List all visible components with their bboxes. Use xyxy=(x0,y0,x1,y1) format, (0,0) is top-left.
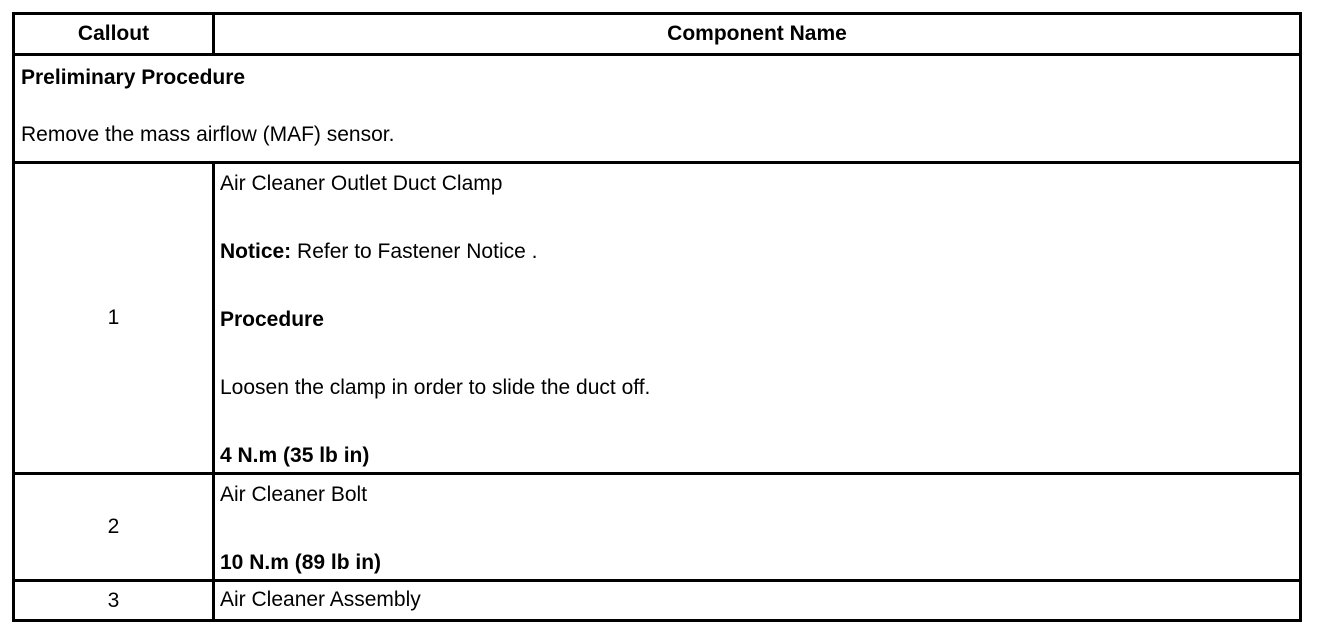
table-row: 3 Air Cleaner Assembly xyxy=(12,579,1302,622)
preliminary-cell: Preliminary Procedure Remove the mass ai… xyxy=(12,53,1302,164)
callout-cell: 3 xyxy=(12,579,215,622)
procedure-label: Procedure xyxy=(220,308,324,331)
preliminary-title: Preliminary Procedure xyxy=(21,66,246,89)
component-name: Air Cleaner Outlet Duct Clamp xyxy=(220,172,503,195)
callout-cell: 2 xyxy=(12,472,215,582)
callout-cell: 1 xyxy=(12,161,215,475)
preliminary-row: Preliminary Procedure Remove the mass ai… xyxy=(12,53,1302,164)
header-row: Callout Component Name xyxy=(12,12,1302,56)
component-cell: Air Cleaner Assembly xyxy=(212,579,1302,622)
torque-spec: 10 N.m (89 lb in) xyxy=(220,551,382,574)
preliminary-text: Remove the mass airflow (MAF) sensor. xyxy=(21,123,395,146)
notice-label: Notice: xyxy=(220,240,292,263)
component-name: Air Cleaner Bolt xyxy=(220,483,368,506)
table-row: 2 Air Cleaner Bolt 10 N.m (89 lb in) xyxy=(12,472,1302,582)
torque-spec: 4 N.m (35 lb in) xyxy=(220,444,370,467)
header-component-name: Component Name xyxy=(212,12,1302,56)
notice-line: Notice: Refer to Fastener Notice . xyxy=(220,240,1299,264)
notice-text: Refer to Fastener Notice . xyxy=(291,240,538,263)
component-table: Callout Component Name Preliminary Proce… xyxy=(12,12,1302,622)
header-callout: Callout xyxy=(12,12,215,56)
component-cell: Air Cleaner Bolt 10 N.m (89 lb in) xyxy=(212,472,1302,582)
table-row: 1 Air Cleaner Outlet Duct Clamp Notice: … xyxy=(12,161,1302,475)
component-cell: Air Cleaner Outlet Duct Clamp Notice: Re… xyxy=(212,161,1302,475)
procedure-text: Loosen the clamp in order to slide the d… xyxy=(220,376,651,399)
component-name: Air Cleaner Assembly xyxy=(220,588,421,611)
